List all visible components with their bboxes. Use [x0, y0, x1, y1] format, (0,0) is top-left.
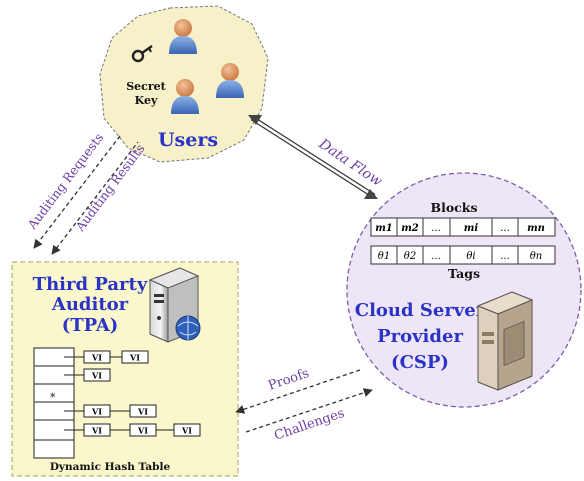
dynamic-hash-table: * VI VI VI VI VI VI VI	[33, 347, 201, 459]
person-icon	[171, 79, 199, 114]
block-cell: mi	[464, 223, 479, 234]
server-icon	[148, 267, 201, 343]
table-node-label: VI	[129, 353, 140, 363]
users-bubble: Secret Key Users	[99, 5, 269, 163]
table-node-label: VI	[137, 407, 148, 417]
csp-title: (CSP)	[391, 352, 449, 373]
csp-bubble: Blocks m1 m2 ... mi ... mn θ1 θ2 ..	[346, 172, 582, 408]
proofs-label: Proofs	[266, 366, 311, 394]
tpa-title: Third Party	[33, 274, 148, 295]
table-marker: *	[50, 391, 56, 404]
key-icon	[131, 45, 153, 63]
table-node	[129, 404, 157, 418]
auditing-arrows	[33, 135, 139, 255]
proof-challenge-arrows	[235, 369, 373, 433]
users-title: Users	[158, 129, 218, 151]
table-node-label: VI	[137, 426, 148, 436]
csp-title: Cloud Server	[355, 300, 486, 321]
person-icon	[169, 19, 197, 54]
tpa-title: Auditor	[51, 294, 129, 315]
tag-cell: ...	[500, 251, 510, 262]
block-cell: ...	[500, 223, 510, 234]
block-cell: mn	[527, 223, 545, 234]
table-node	[121, 350, 149, 364]
table-node	[83, 368, 111, 382]
tag-cell: θ1	[378, 251, 390, 262]
table-node-label: VI	[91, 371, 102, 381]
blocks-label: Blocks	[431, 200, 478, 215]
tpa-box: Third Party Auditor (TPA) * VI	[11, 261, 239, 477]
tag-cell: θ2	[404, 251, 416, 262]
tag-cell: θi	[466, 251, 475, 262]
tags-label: Tags	[448, 266, 480, 281]
block-cell: ...	[431, 223, 441, 234]
csp-title: Provider	[377, 326, 463, 347]
tag-cell: ...	[431, 251, 441, 262]
secret-key-label: Secret	[126, 80, 166, 93]
blocks-row: m1 m2 ... mi ... mn	[370, 217, 556, 237]
table-node	[173, 423, 201, 437]
block-cell: m2	[401, 223, 419, 234]
secret-key-label: Key	[135, 94, 158, 107]
block-cell: m1	[375, 223, 393, 234]
table-node-label: VI	[91, 426, 102, 436]
tags-row: θ1 θ2 ... θi ... θn	[370, 245, 556, 265]
tpa-title: (TPA)	[62, 315, 119, 336]
server-cabinet-icon	[476, 291, 534, 391]
table-caption: Dynamic Hash Table	[50, 461, 171, 473]
person-icon	[216, 63, 244, 98]
tag-cell: θn	[530, 251, 542, 262]
table-node-label: VI	[91, 353, 102, 363]
table-node-label: VI	[91, 407, 102, 417]
table-node-label: VI	[181, 426, 192, 436]
data-flow-arrow	[248, 115, 378, 199]
